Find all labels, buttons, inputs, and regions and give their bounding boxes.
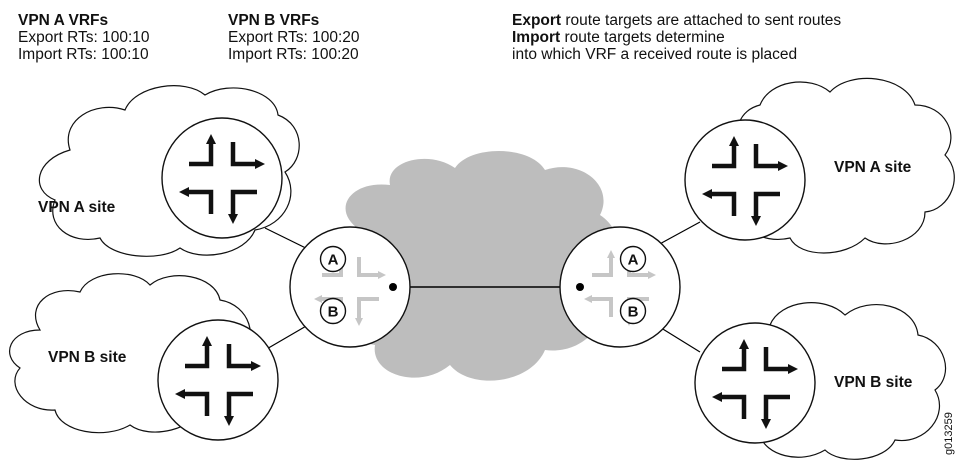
vpn-a-vrf-block: VPN A VRFs Export RTs: 100:10 Import RTs… bbox=[18, 12, 150, 63]
ce-router-right-a bbox=[684, 119, 806, 241]
pe-right-vrf-a-marker bbox=[619, 245, 647, 273]
vpn-b-import-rts: Import RTs: 100:20 bbox=[228, 46, 359, 63]
pe-left-vrf-b-marker bbox=[319, 297, 347, 325]
vpn-b-vrf-title: VPN B VRFs bbox=[228, 12, 320, 29]
ce-router-left-a bbox=[161, 117, 283, 239]
legend-import-line-2: into which VRF a received route is place… bbox=[512, 46, 798, 63]
pe-right-interface-dot bbox=[576, 283, 584, 291]
pe-router-left: A B bbox=[289, 226, 411, 348]
ce-router-left-b bbox=[157, 319, 279, 441]
pe-left-vrf-a-marker bbox=[319, 245, 347, 273]
ce-router-right-b bbox=[694, 322, 816, 444]
pe-left-vrf-b-label: B bbox=[328, 304, 339, 321]
pe-router-right: A B bbox=[559, 226, 681, 348]
provider-cloud bbox=[338, 150, 619, 381]
right-vpn-b-site-label: VPN B site bbox=[834, 374, 913, 391]
pe-right-vrf-b-marker bbox=[619, 297, 647, 325]
figure-id: g013259 bbox=[943, 412, 955, 455]
pe-left-vrf-a-label: A bbox=[328, 252, 339, 269]
vpn-a-export-rts: Export RTs: 100:10 bbox=[18, 29, 150, 46]
pe-left-interface-dot bbox=[389, 283, 397, 291]
left-vpn-a-site-label: VPN A site bbox=[38, 199, 116, 216]
legend-import-line: Import route targets determine bbox=[512, 29, 725, 46]
vpn-a-vrf-title: VPN A VRFs bbox=[18, 12, 109, 29]
pe-right-vrf-a-label: A bbox=[628, 252, 639, 269]
legend-export-line: Export route targets are attached to sen… bbox=[512, 12, 842, 29]
right-vpn-a-site-label: VPN A site bbox=[834, 159, 912, 176]
vpn-a-import-rts: Import RTs: 100:10 bbox=[18, 46, 149, 63]
left-vpn-b-site-label: VPN B site bbox=[48, 349, 127, 366]
vpn-b-vrf-block: VPN B VRFs Export RTs: 100:20 Import RTs… bbox=[228, 12, 360, 63]
route-target-legend: Export route targets are attached to sen… bbox=[512, 12, 841, 63]
vpn-b-export-rts: Export RTs: 100:20 bbox=[228, 29, 360, 46]
pe-right-vrf-b-label: B bbox=[628, 304, 639, 321]
